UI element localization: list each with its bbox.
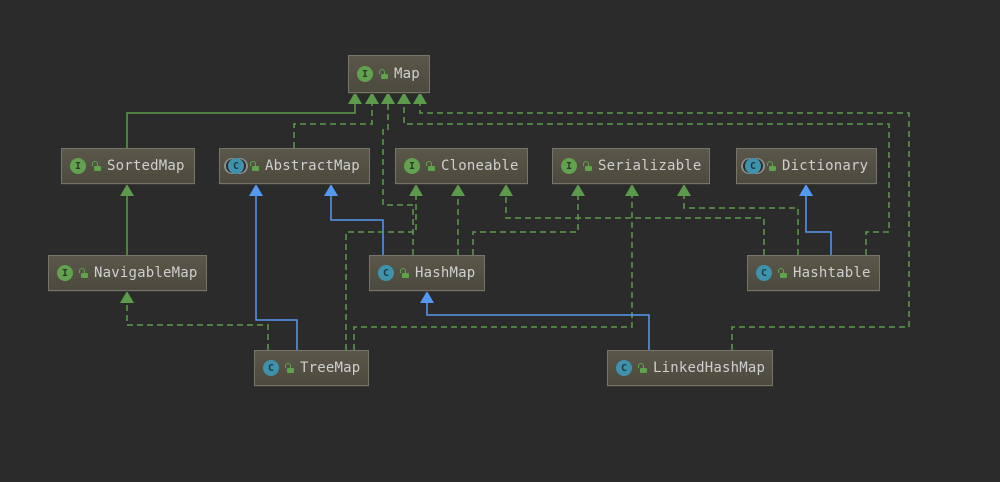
edge-line (382, 104, 414, 255)
node-label: HashMap (415, 265, 476, 281)
node-hashmap[interactable]: C HashMap (369, 255, 485, 291)
interface-icon: I (70, 158, 86, 174)
arrowhead-icon (120, 291, 134, 303)
unlocked-icon (285, 363, 294, 373)
edge-treemap-to-abstractmap (249, 184, 298, 350)
node-dictionary[interactable]: C Dictionary (736, 148, 877, 184)
arrowhead-icon (249, 184, 263, 196)
unlocked-icon (778, 268, 787, 278)
edge-line (293, 104, 373, 148)
edge-line (345, 196, 417, 350)
node-label: Serializable (598, 158, 702, 174)
unlocked-icon (92, 161, 101, 171)
node-label: Dictionary (782, 158, 869, 174)
edge-line (126, 104, 356, 148)
node-label: Map (394, 66, 420, 82)
node-label: LinkedHashMap (653, 360, 766, 376)
interface-icon: I (57, 265, 73, 281)
edge-line (353, 196, 633, 350)
class-icon: C (616, 360, 632, 376)
node-label: AbstractMap (265, 158, 360, 174)
edge-hashtable-to-cloneable (499, 184, 765, 255)
edge-treemap-to-cloneable (345, 184, 423, 350)
unlocked-icon (79, 268, 88, 278)
unlocked-icon (767, 161, 776, 171)
arrowhead-icon (451, 184, 465, 196)
node-linkedhashmap[interactable]: C LinkedHashMap (607, 350, 773, 386)
class-icon: C (756, 265, 772, 281)
edge-line (505, 196, 765, 255)
edge-line (472, 196, 579, 255)
edge-treemap-to-navigablemap (120, 291, 269, 350)
edge-line (403, 104, 890, 255)
node-sortedmap[interactable]: I SortedMap (61, 148, 195, 184)
unlocked-icon (638, 363, 647, 373)
edge-linkedhashmap-to-hashmap (420, 291, 650, 350)
arrowhead-icon (324, 184, 338, 196)
arrowhead-icon (677, 184, 691, 196)
arrowhead-icon (799, 184, 813, 196)
edge-linkedhashmap-to-map (413, 92, 910, 350)
edge-line (805, 196, 832, 255)
class-icon: C (378, 265, 394, 281)
abstract-class-icon: C (228, 158, 244, 174)
node-navigablemap[interactable]: I NavigableMap (48, 255, 207, 291)
edge-line (426, 303, 650, 350)
edge-hashtable-to-map (397, 92, 890, 255)
arrowhead-icon (381, 92, 395, 104)
node-label: TreeMap (300, 360, 361, 376)
unlocked-icon (379, 69, 388, 79)
edge-hashmap-to-cloneable (451, 184, 465, 255)
edge-line (419, 104, 910, 350)
edge-hashmap-to-map (381, 92, 414, 255)
edge-treemap-to-serializable (353, 184, 639, 350)
unlocked-icon (426, 161, 435, 171)
arrowhead-icon (499, 184, 513, 196)
node-label: NavigableMap (94, 265, 198, 281)
arrowhead-icon (397, 92, 411, 104)
edge-line (330, 196, 384, 255)
edge-line (126, 303, 269, 350)
node-label: Hashtable (793, 265, 871, 281)
interface-icon: I (357, 66, 373, 82)
arrowhead-icon (120, 184, 134, 196)
arrowhead-icon (420, 291, 434, 303)
arrowhead-icon (409, 184, 423, 196)
node-label: SortedMap (107, 158, 185, 174)
edge-navigablemap-to-sortedmap (120, 184, 134, 255)
unlocked-icon (400, 268, 409, 278)
node-serializable[interactable]: I Serializable (552, 148, 710, 184)
edge-hashmap-to-abstractmap (324, 184, 384, 255)
unlocked-icon (583, 161, 592, 171)
edge-line (255, 196, 298, 350)
interface-icon: I (561, 158, 577, 174)
edge-sortedmap-to-map (126, 92, 362, 148)
edge-line (683, 196, 799, 255)
edge-hashtable-to-serializable (677, 184, 799, 255)
arrowhead-icon (571, 184, 585, 196)
class-icon: C (263, 360, 279, 376)
node-treemap[interactable]: C TreeMap (254, 350, 369, 386)
node-label: Cloneable (441, 158, 519, 174)
arrowhead-icon (625, 184, 639, 196)
interface-icon: I (404, 158, 420, 174)
edge-hashmap-to-serializable (472, 184, 585, 255)
node-cloneable[interactable]: I Cloneable (395, 148, 528, 184)
unlocked-icon (250, 161, 259, 171)
abstract-class-icon: C (745, 158, 761, 174)
edge-hashtable-to-dictionary (799, 184, 832, 255)
node-hashtable[interactable]: C Hashtable (747, 255, 880, 291)
edge-abstractmap-to-map (293, 92, 379, 148)
arrowhead-icon (413, 92, 427, 104)
arrowhead-icon (348, 92, 362, 104)
arrowhead-icon (365, 92, 379, 104)
node-abstractmap[interactable]: C AbstractMap (219, 148, 370, 184)
node-map[interactable]: I Map (348, 55, 430, 93)
